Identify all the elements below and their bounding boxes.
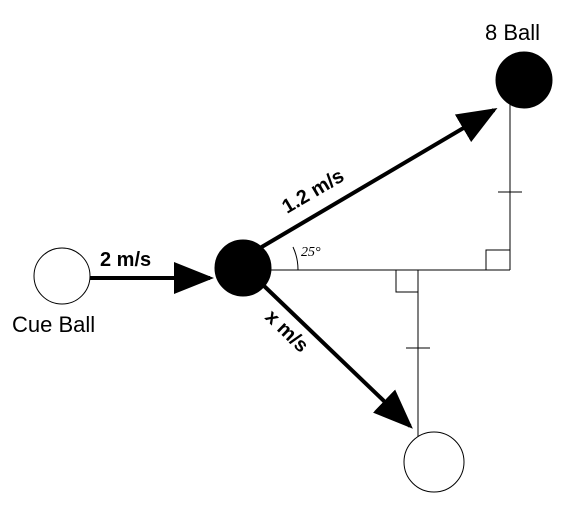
cue-ball-final [403,431,465,493]
cue-ball-initial [33,247,91,305]
eight-ball-final [495,51,553,109]
initial-velocity-label: 2 m/s [100,249,151,271]
cue-ball-label: Cue Ball [12,312,95,337]
eight-ball-velocity-label: 1.2 m/s [278,165,348,218]
eight-ball-velocity-arrow [258,107,498,250]
right-angle-marker-bottom [395,270,418,293]
cue-ball-velocity-label: x m/s [261,306,313,357]
right-angle-marker-top [485,249,510,270]
eight-ball-label: 8 Ball [485,20,540,45]
cue-ball-final-velocity-arrow [260,282,413,429]
angle-label: 25° [301,245,321,260]
eight-ball-collision-position [214,239,272,297]
angle-arc [292,246,299,271]
